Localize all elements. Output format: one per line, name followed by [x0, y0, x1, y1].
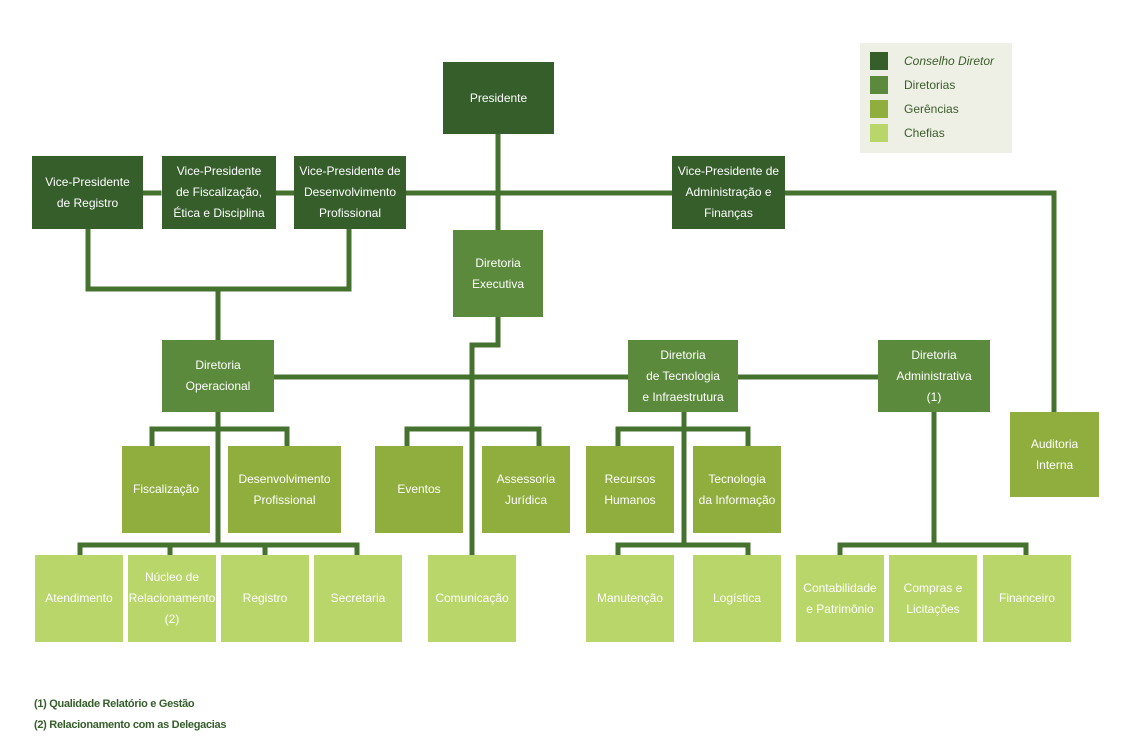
legend-label-gerencias: Gerências — [904, 102, 959, 116]
box-eventos: Eventos — [375, 446, 463, 533]
footnote-2: (2) Relacionamento com as Delegacias — [34, 719, 227, 731]
box-vp-desenvolvimento: Vice-Presidente de Desenvolvimento Profi… — [294, 156, 406, 229]
box-compras: Compras e Licitações — [889, 555, 977, 642]
box-vp-fiscalizacao: Vice-Presidente de Fiscalização, Ética e… — [162, 156, 276, 229]
box-atendimento: Atendimento — [35, 555, 123, 642]
box-manutencao: Manutenção — [586, 555, 674, 642]
box-fiscalizacao: Fiscalização — [122, 446, 210, 533]
legend-swatch-gerencias — [870, 100, 888, 118]
box-nucleo-relacionamento: Núcleo de Relacionamento (2) — [128, 555, 216, 642]
legend-label-diretorias: Diretorias — [904, 78, 956, 92]
box-auditoria-interna: Auditoria Interna — [1010, 412, 1099, 497]
legend-swatch-diretorias — [870, 76, 888, 94]
legend-item-gerencias: Gerências — [870, 100, 959, 118]
box-contabilidade: Contabilidade e Patrimônio — [796, 555, 884, 642]
box-financeiro: Financeiro — [983, 555, 1071, 642]
box-assessoria-juridica: Assessoria Jurídica — [482, 446, 570, 533]
legend: Conselho Diretor Diretorias Gerências Ch… — [860, 43, 1012, 153]
legend-label-conselho: Conselho Diretor — [904, 54, 995, 68]
box-vp-registro: Vice-Presidente de Registro — [32, 156, 143, 229]
legend-swatch-conselho — [870, 52, 888, 70]
box-registro: Registro — [221, 555, 309, 642]
box-secretaria: Secretaria — [314, 555, 402, 642]
legend-label-chefias: Chefias — [904, 126, 945, 140]
box-diretoria-administrativa: Diretoria Administrativa (1) — [878, 340, 990, 412]
legend-item-conselho: Conselho Diretor — [870, 52, 994, 70]
legend-item-chefias: Chefias — [870, 124, 945, 142]
box-recursos-humanos: Recursos Humanos — [586, 446, 674, 533]
box-tecnologia-informacao: Tecnologia da Informação — [693, 446, 781, 533]
legend-swatch-chefias — [870, 124, 888, 142]
box-comunicacao: Comunicação — [428, 555, 516, 642]
footnote-1: (1) Qualidade Relatório e Gestão — [34, 698, 195, 710]
box-diretoria-tecnologia: Diretoria de Tecnologia e Infraestrutura — [628, 340, 738, 412]
legend-item-diretorias: Diretorias — [870, 76, 955, 94]
box-presidente: Presidente — [443, 62, 554, 134]
box-logistica: Logística — [693, 555, 781, 642]
box-diretoria-executiva: Diretoria Executiva — [453, 230, 543, 317]
box-vp-administracao: Vice-Presidente de Administração e Finan… — [672, 156, 785, 229]
box-diretoria-operacional: Diretoria Operacional — [162, 340, 274, 412]
box-desenvolvimento-profissional: Desenvolvimento Profissional — [228, 446, 341, 533]
